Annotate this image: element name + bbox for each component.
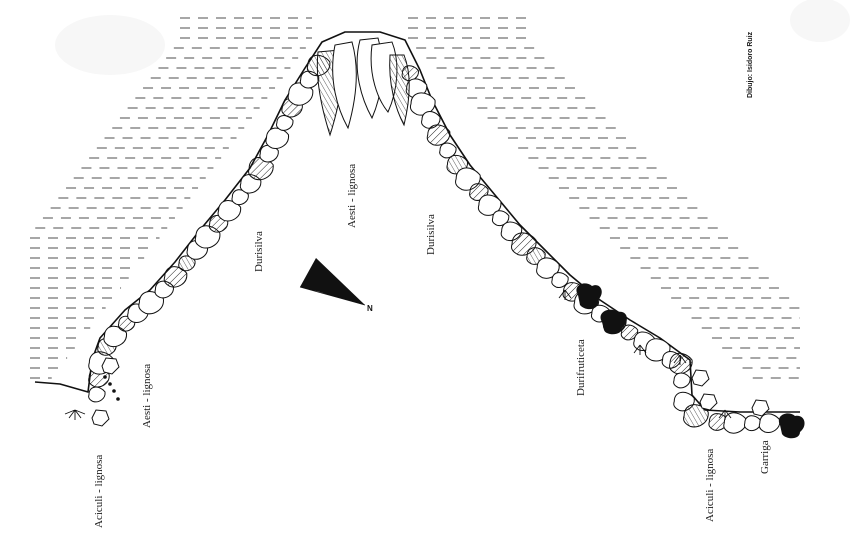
zone-label-aciculi-lignosa-left: Aciculi - lignosa [93,455,105,528]
stone [112,389,116,393]
scan-blotch [790,0,850,42]
zone-label-durisilva-right: Durisilva [425,214,437,255]
zone-label-aesti-lignosa-left: Aesti - lignosa [141,364,153,428]
vegetation-clump [277,116,293,131]
zone-label-aciculi-lignosa-right: Aciculi - lignosa [704,449,716,522]
stone [108,382,112,386]
drawing-credit: Dibujo: Isidoro Ruiz [747,31,754,98]
vegetation-clump [744,416,760,431]
vegetation-clump [89,387,105,402]
stone [116,397,120,401]
zone-label-durifruticeta: Durifruticeta [575,339,587,396]
zone-label-garriga: Garriga [759,440,771,474]
scan-blotch [55,15,165,75]
vegetation-clump [674,373,690,388]
zone-label-durisilva-left: Durisilva [253,231,265,272]
stone [103,375,107,379]
zone-label-aesti-lignosa-top: Aesti - lignosa [346,164,358,228]
north-arrow-label: N [367,304,373,313]
